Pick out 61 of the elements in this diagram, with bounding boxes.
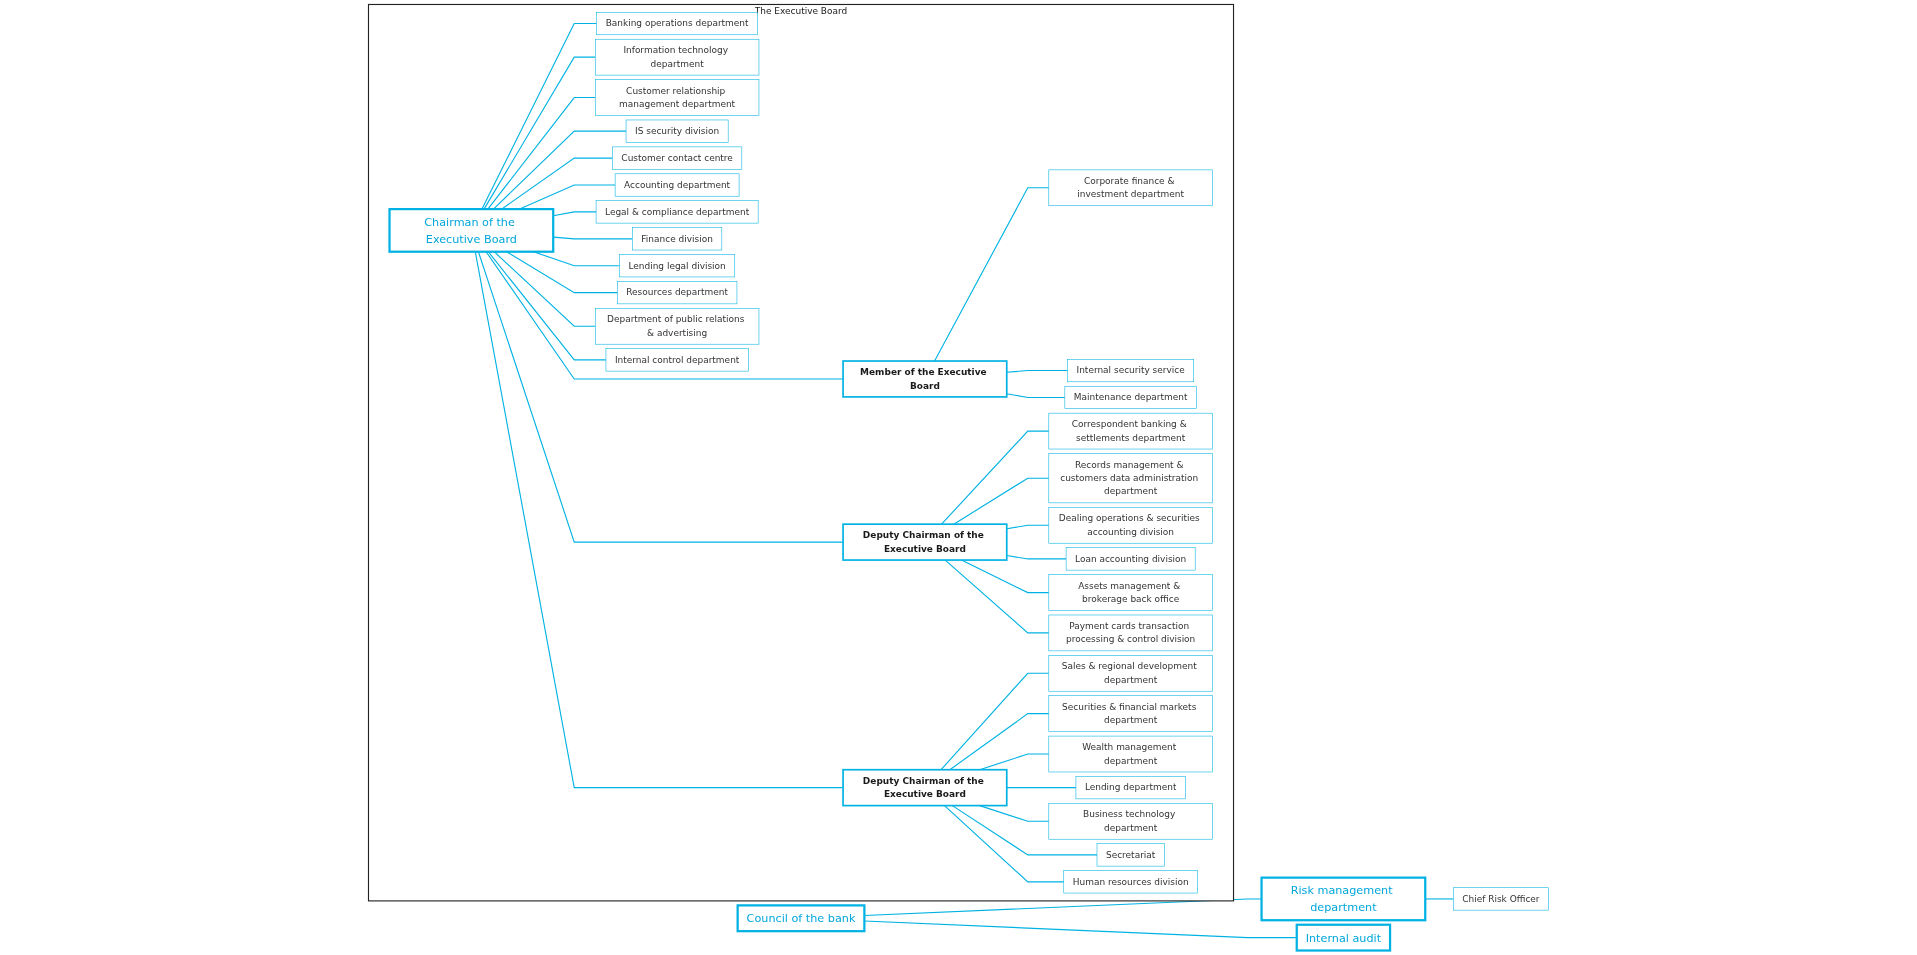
node-box: Accounting department: [614, 173, 740, 197]
node-box: Resources department: [617, 281, 738, 305]
node-box: Department of public relations & advertising: [595, 308, 760, 345]
node-box: Assets management & brokerage back office: [1048, 574, 1213, 611]
node-box: Loan accounting division: [1065, 547, 1196, 571]
node-box: Internal security service: [1067, 359, 1194, 383]
node-box: Secretariat: [1096, 843, 1165, 867]
connector: [1006, 393, 1066, 399]
node-box: Customer relationship management department: [595, 79, 760, 116]
connector: [1006, 554, 1067, 560]
connector: [934, 187, 1050, 362]
node-box: Sales & regional development department: [1048, 655, 1213, 692]
node-box: Maintenance department: [1064, 386, 1197, 409]
connector: [493, 251, 596, 327]
connector: [951, 805, 1098, 856]
node-box: Information technology department: [595, 38, 760, 76]
connector: [943, 805, 1065, 883]
node-box: Securities & financial markets department: [1048, 695, 1213, 732]
connector: [1006, 524, 1050, 530]
node-box: Chief Risk Officer: [1453, 887, 1549, 911]
connector: [487, 97, 596, 210]
connector: [474, 251, 844, 789]
node-box: Chairman of the Executive Board: [388, 208, 555, 253]
node-box: Corporate finance & investment department: [1048, 169, 1213, 206]
node-box: Internal audit: [1295, 923, 1392, 952]
connector: [953, 477, 1050, 525]
connector: [1006, 787, 1077, 789]
connector: [485, 251, 844, 380]
node-box: Dealing operations & securities accounting division: [1048, 507, 1213, 544]
node-box: Internal control department: [605, 348, 749, 372]
node-box: Finance division: [632, 227, 723, 251]
node-box: Council of the bank: [736, 904, 866, 933]
node-box: Lending legal division: [619, 254, 736, 278]
node-box: Records management & customers data administration department: [1048, 453, 1213, 504]
connector: [940, 430, 1050, 525]
node-box: Payment cards transaction processing & control division: [1048, 614, 1213, 652]
node-box: Banking operations department: [596, 12, 758, 36]
node-box: Member of the Executive Board: [842, 360, 1008, 398]
node-box: Correspondent banking & settlements department: [1048, 412, 1213, 450]
connector: [940, 672, 1050, 771]
connector: [979, 805, 1050, 822]
node-box: Risk management department: [1260, 876, 1427, 922]
connector: [477, 251, 844, 543]
node-box: Wealth management department: [1048, 735, 1213, 773]
connector: [492, 130, 627, 210]
connector: [506, 251, 618, 294]
node-box: Business technology department: [1048, 803, 1213, 840]
node-box: IS security division: [625, 119, 729, 143]
node-box: Deputy Chairman of the Executive Board: [842, 523, 1008, 561]
node-box: Human resources division: [1063, 870, 1198, 894]
node-box: Customer contact centre: [612, 146, 743, 170]
connector: [944, 559, 1050, 634]
connector: [487, 251, 607, 361]
node-box: Deputy Chairman of the Executive Board: [842, 768, 1008, 807]
node-box: Legal & compliance department: [595, 200, 759, 224]
connector: [483, 56, 596, 210]
connector: [949, 713, 1050, 771]
node-box: Lending department: [1075, 776, 1186, 800]
connector: [1006, 370, 1069, 373]
connector: [501, 157, 613, 210]
connector: [481, 23, 598, 210]
